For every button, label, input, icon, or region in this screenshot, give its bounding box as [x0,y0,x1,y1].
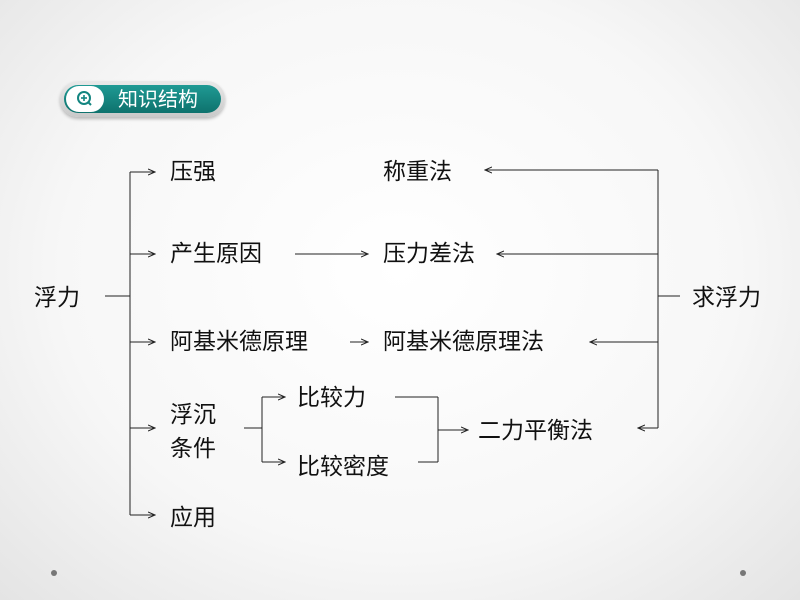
item-pressure: 压强 [170,159,216,185]
zoom-in-icon [66,86,104,112]
item-sink-float-2: 条件 [170,436,216,462]
root-buoyancy: 浮力 [34,285,80,311]
item-cause: 产生原因 [170,241,262,267]
method-weighing: 称重法 [383,159,452,185]
corner-dot [51,570,57,576]
section-badge: 知识结构 [60,81,225,117]
badge-label: 知识结构 [118,87,198,111]
compare-density: 比较密度 [297,454,389,480]
method-pressure-diff: 压力差法 [383,241,475,267]
item-application: 应用 [170,505,216,531]
item-sink-float-1: 浮沉 [170,402,216,428]
root-find-buoyancy: 求浮力 [692,285,761,311]
corner-dot [740,570,746,576]
compare-force: 比较力 [297,385,366,411]
item-archimedes: 阿基米德原理 [170,329,308,355]
method-archimedes: 阿基米德原理法 [383,329,544,355]
method-equilibrium: 二力平衡法 [478,418,593,444]
